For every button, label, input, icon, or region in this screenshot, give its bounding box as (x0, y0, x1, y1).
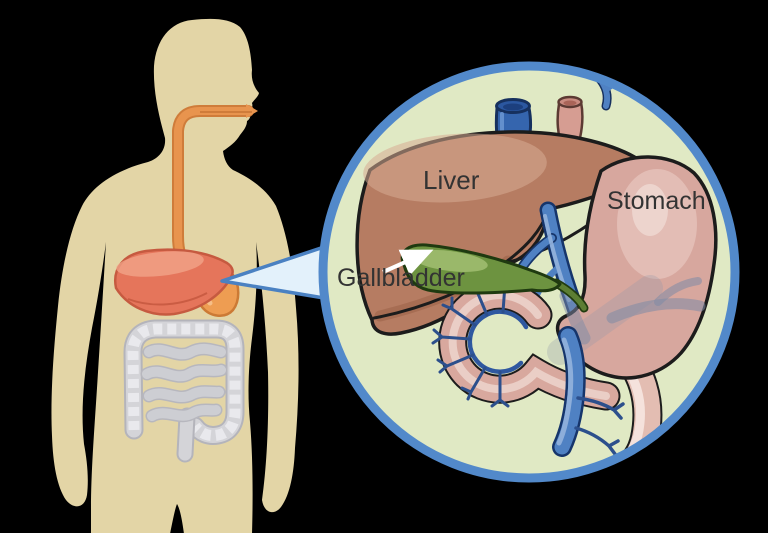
liver-label: Liver (423, 165, 480, 195)
stomach-highlight-bright (632, 184, 668, 236)
duodenum-highlight (448, 291, 610, 400)
small-intestine (140, 342, 228, 423)
inset-rim (318, 61, 740, 483)
ivc-lumen (503, 103, 523, 111)
smv-ghost (559, 289, 591, 345)
small-intestine-loop (142, 343, 226, 421)
body-liver-crease (127, 292, 208, 306)
liver-highlight (363, 133, 547, 203)
splenic-vessel-branch (654, 277, 702, 306)
mesenteric-vein (552, 326, 625, 457)
rectum (178, 409, 194, 461)
smv-highlight (556, 337, 574, 446)
esophagus-stub-lumen (563, 100, 577, 106)
esophagus-stub (556, 95, 584, 142)
duodenum (431, 275, 621, 411)
gallbladder-label: Gallbladder (337, 264, 465, 292)
inset-illustration (355, 73, 718, 475)
smv-twigs (574, 396, 625, 456)
colon-haustra (127, 323, 241, 441)
stomach-label: Stomach (607, 187, 706, 215)
intestines (123, 319, 245, 463)
splenic-vessel (606, 298, 706, 324)
body-liver-highlight (116, 251, 204, 277)
gallbladder-arrow (382, 249, 434, 276)
gallbladder (400, 243, 589, 313)
smv-main (554, 328, 584, 455)
